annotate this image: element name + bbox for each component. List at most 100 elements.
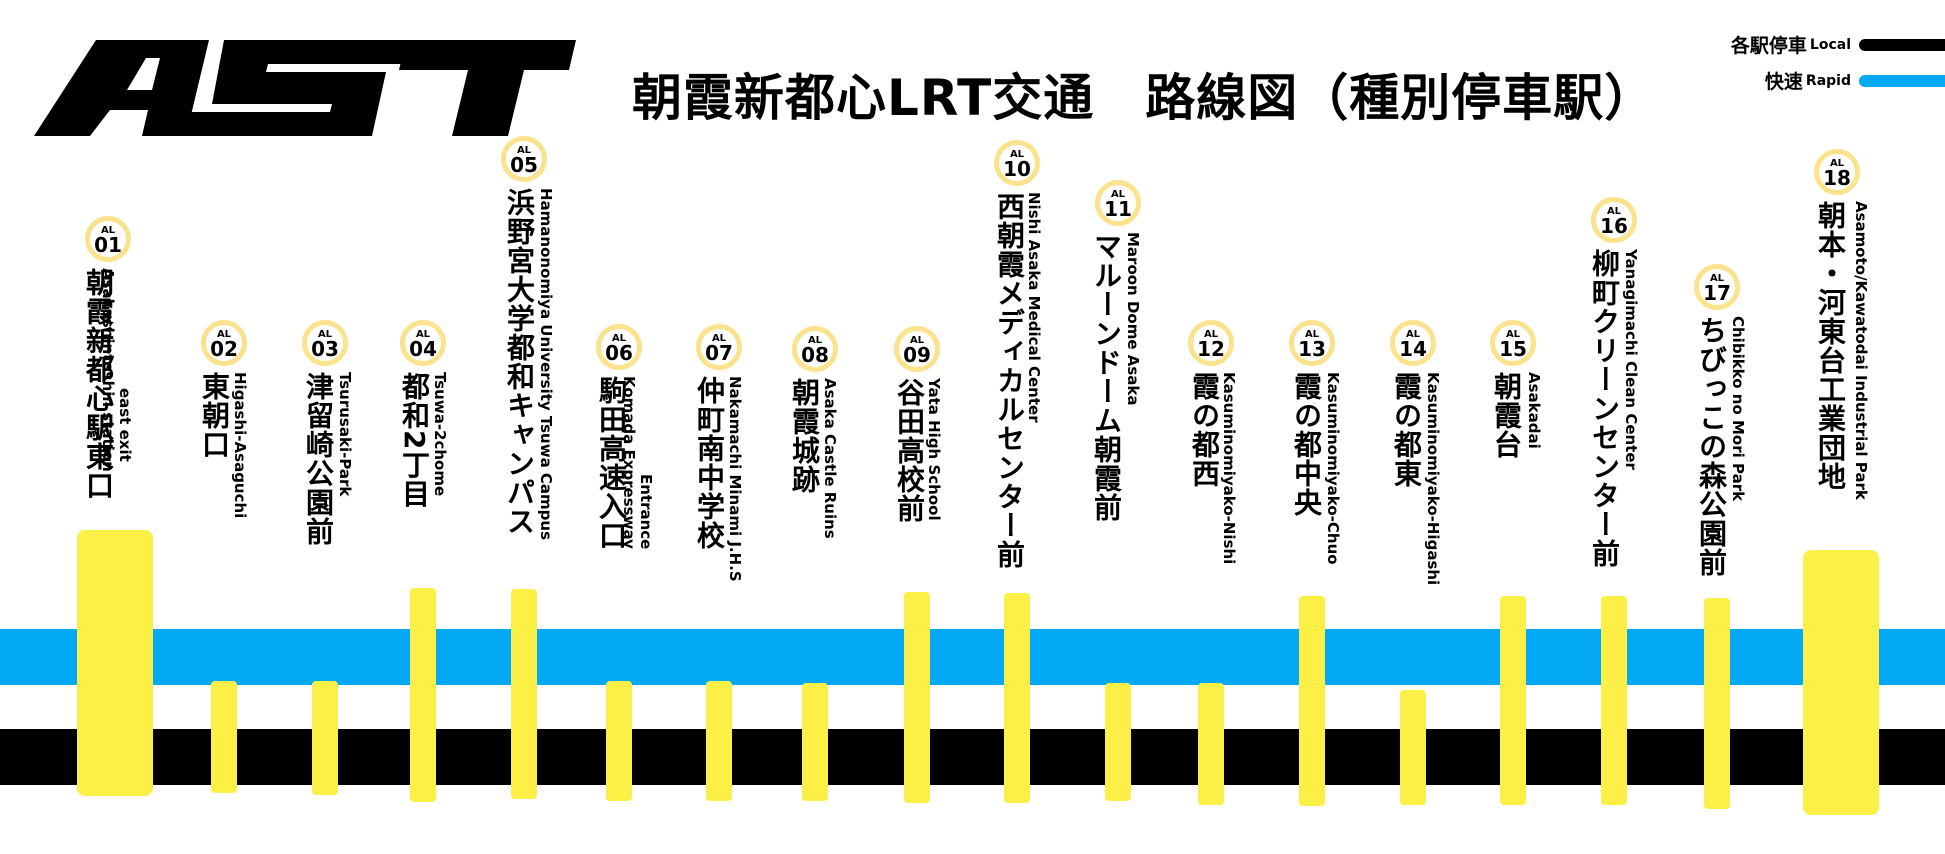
- station-stop-bar: [77, 530, 153, 796]
- station-name-ja: 浜野宮大学都和キャンパス: [503, 188, 536, 536]
- station-stop-bar: [904, 592, 930, 803]
- station-name-ja: ちびっこの森公園前: [1695, 316, 1728, 577]
- station-stop-bar: [1198, 683, 1224, 805]
- station-number: 07: [705, 341, 733, 365]
- line-prefix: AL: [1009, 149, 1025, 160]
- line-prefix: AL: [1110, 189, 1126, 200]
- line-prefix: AL: [1606, 206, 1622, 217]
- station-number: 11: [1104, 197, 1132, 221]
- line-prefix: AL: [1203, 329, 1219, 340]
- station-stop-bar: [211, 681, 237, 793]
- station-name-en: Asakadai: [1525, 372, 1543, 449]
- station-number: 15: [1499, 337, 1527, 361]
- station-number: 10: [1003, 157, 1031, 181]
- station-name-en: Tsuwa-2chome: [431, 372, 449, 497]
- station-stop-bar: [1704, 598, 1730, 809]
- station-number: 01: [94, 233, 122, 257]
- station-name-ja: 朝霞台: [1490, 372, 1523, 459]
- station-number: 13: [1298, 337, 1326, 361]
- station-name-en: Entrance: [637, 474, 655, 550]
- station-number: 09: [903, 343, 931, 367]
- line-prefix: AL: [1505, 329, 1521, 340]
- line-prefix: AL: [711, 333, 727, 344]
- station-name-en: Kasuminomiyako-Nishi: [1220, 372, 1238, 565]
- station-number: 04: [409, 337, 437, 361]
- station-name-ja: マルーンドーム朝霞前: [1090, 232, 1123, 522]
- station-name-ja: 朝霞城跡: [788, 378, 821, 494]
- station-name-ja: 柳町クリーンセンター前: [1588, 249, 1621, 568]
- line-prefix: AL: [611, 333, 627, 344]
- station-name-en: Chibikko no Mori Park: [1729, 316, 1747, 502]
- station-name-ja: 東朝口: [198, 372, 231, 459]
- station-number: 08: [801, 343, 829, 367]
- station-stop-bar: [1803, 550, 1879, 815]
- station-name-en: east exit: [116, 388, 134, 462]
- station-name-ja: 霞の都西: [1188, 372, 1221, 488]
- line-prefix: AL: [216, 329, 232, 340]
- station-number: 17: [1703, 281, 1731, 305]
- line-prefix: AL: [1829, 158, 1845, 169]
- line-prefix: AL: [516, 145, 532, 156]
- station-number: 18: [1823, 166, 1851, 190]
- station-name-en: Nakamachi Minami J.H.S: [726, 376, 744, 582]
- station-stop-bar: [802, 683, 828, 801]
- legend-rapid-swatch: [1859, 74, 1945, 87]
- station-name-en: Hamanonomiya University Tsuwa Campus: [537, 188, 555, 541]
- line-prefix: AL: [1304, 329, 1320, 340]
- station-name-en: Yata High School: [925, 378, 943, 521]
- station-name-ja: 駒田高速入口: [595, 376, 628, 550]
- station-name-ja: 西朝霞メディカルセンター前: [993, 192, 1026, 569]
- legend-rapid: 快速 Rapid: [1765, 67, 1945, 94]
- legend-local-ja: 各駅停車: [1730, 35, 1807, 57]
- ast-logo: [34, 40, 576, 136]
- line-prefix: AL: [807, 335, 823, 346]
- station-number: 12: [1197, 337, 1225, 361]
- station-stop-bar: [511, 589, 537, 799]
- station-name-en: Tsurusaki-Park: [336, 372, 354, 497]
- station-name-ja: 朝本・河東台工業団地: [1814, 201, 1847, 491]
- station-name-ja: 霞の都東: [1390, 372, 1423, 488]
- page-title: 朝霞新都心LRT交通 路線図（種別停車駅）: [632, 69, 1656, 127]
- station-name-en: Komada Expressway: [620, 376, 638, 549]
- station-stop-bar: [1004, 593, 1030, 803]
- line-prefix: AL: [100, 225, 116, 236]
- station-name-ja: 仲町南中学校: [693, 376, 726, 550]
- legend-rapid-en: Rapid: [1805, 72, 1851, 89]
- station-name-ja: 津留崎公園前: [302, 372, 335, 546]
- legend-local: 各駅停車 Local: [1731, 31, 1945, 58]
- legend-local-en: Local: [1809, 36, 1851, 53]
- line-prefix: AL: [1405, 329, 1421, 340]
- line-prefix: AL: [415, 329, 431, 340]
- station-stop-bar: [1500, 596, 1526, 805]
- station-name-ja: 都和2丁目: [398, 372, 431, 509]
- station-name-en: Maroon Dome Asaka: [1124, 232, 1142, 406]
- station-name-ja: 朝霞新都心駅東口: [82, 268, 115, 500]
- station-stop-bar: [312, 681, 338, 795]
- station-name-en: Kasuminomiyako-Higashi: [1424, 372, 1442, 586]
- station-stop-bar: [1400, 690, 1426, 805]
- station-stop-bar: [606, 681, 632, 801]
- station-name-en: Kasuminomiyako-Chuo: [1324, 372, 1342, 565]
- station-name-en: Asamoto/Kawatodai Industrial Park: [1852, 201, 1870, 500]
- station-name-en: Yanagimachi Clean Center: [1622, 249, 1640, 470]
- station-stop-bar: [1105, 683, 1131, 801]
- station-number: 05: [510, 153, 538, 177]
- station-number: 02: [210, 337, 238, 361]
- station-name-ja: 谷田高校前: [893, 378, 926, 523]
- station-stop-bar: [1299, 596, 1325, 806]
